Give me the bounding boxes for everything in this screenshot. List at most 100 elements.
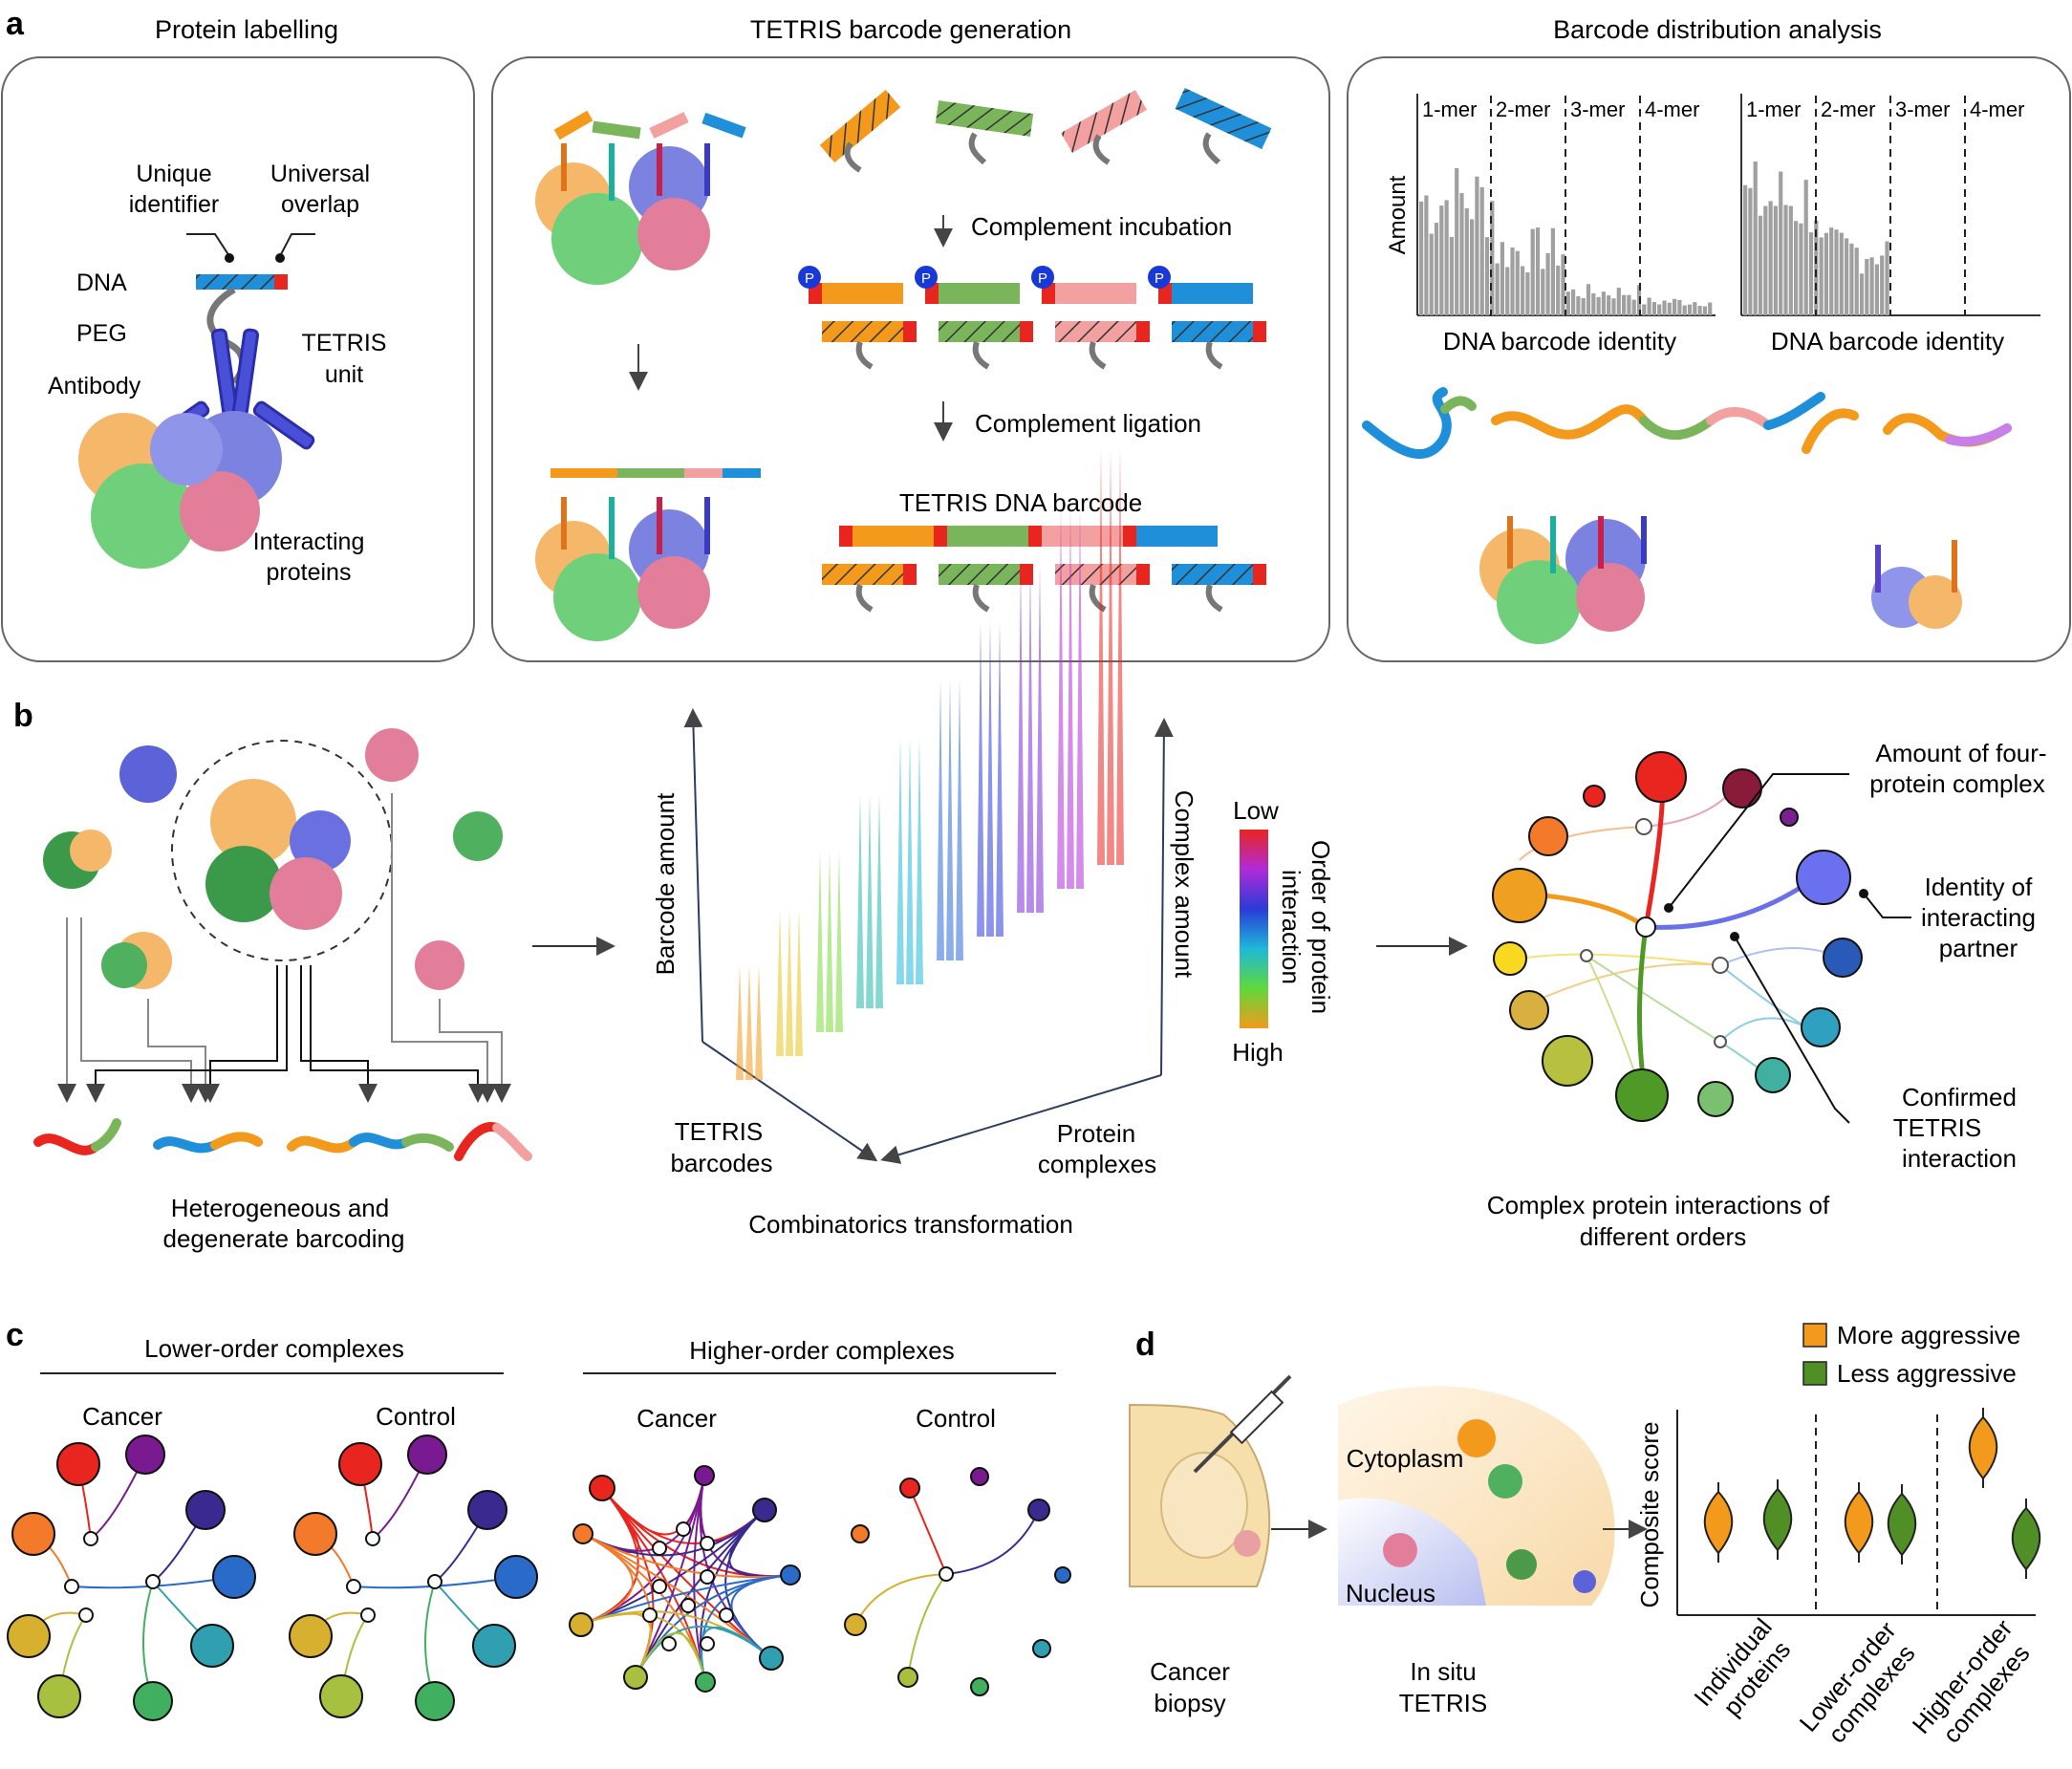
distribution-slice (986, 621, 994, 937)
distribution-slice (816, 851, 824, 1032)
histogram-bar (1611, 298, 1616, 315)
histogram-bar (1808, 232, 1814, 315)
network-node (752, 1498, 777, 1522)
distribution-slice (1057, 507, 1065, 889)
histogram-bar (1880, 255, 1885, 315)
histogram-bar (1799, 223, 1803, 315)
histogram-bar (1510, 247, 1515, 315)
label-cancer-higher: Cancer (637, 1404, 717, 1433)
distribution-ribbons (1362, 387, 2012, 460)
label-confirmed-tetris: TETRIS (1893, 1113, 1981, 1142)
distribution-slice (1036, 564, 1044, 913)
network-node (970, 1467, 989, 1486)
label-confirmed: Confirmed (1902, 1083, 2017, 1111)
histogram-bar (1748, 187, 1753, 315)
distribution-slice (1067, 507, 1074, 889)
network-hub (64, 1579, 79, 1594)
network-edge (580, 1574, 791, 1626)
histogram-bar (1439, 205, 1444, 315)
kmer-label: 1-mer (1422, 97, 1477, 121)
network-edge (945, 1509, 1040, 1575)
panel-a-letter: a (6, 6, 25, 42)
network-node (37, 1674, 81, 1718)
label-tetris-barcodes-2: barcodes (671, 1149, 773, 1177)
label-proteins: proteins (267, 559, 352, 586)
network-node (289, 1614, 333, 1658)
violin-shape (1968, 1415, 1998, 1480)
box-distribution-analysis (1347, 56, 2071, 662)
network-node (1027, 1499, 1050, 1521)
histogram-bar (1642, 304, 1647, 315)
title-protein-labelling: Protein labelling (155, 15, 338, 44)
network-node (319, 1674, 363, 1718)
histogram-bar (1849, 243, 1854, 315)
network-edge (582, 1533, 791, 1579)
histogram-bar (1581, 297, 1586, 315)
distribution-slice (795, 908, 803, 1056)
network-node (694, 1465, 715, 1486)
histogram-bar (1591, 292, 1596, 315)
network-edge (907, 1573, 947, 1678)
interaction-network (1492, 751, 1911, 1124)
ylabel-amount: Amount (1385, 175, 1411, 254)
network-node (407, 1435, 447, 1475)
histogram-bar (1550, 227, 1555, 315)
network-hub (360, 1607, 376, 1623)
network-node (589, 1475, 615, 1501)
label-dna: DNA (76, 270, 127, 296)
histogram-bar (1885, 241, 1889, 315)
network-lower-control (289, 1435, 538, 1721)
kmer-label: 2-mer (1821, 97, 1875, 121)
label-unique: Unique (136, 161, 211, 187)
histogram-bar (1449, 236, 1454, 315)
label-in-situ: In situ (1410, 1657, 1476, 1686)
histogram-bar (1788, 205, 1793, 315)
histogram-bar (1803, 180, 1808, 315)
network-node (844, 1613, 867, 1636)
label-higher-order: Higher-order complexes (689, 1336, 954, 1365)
violin-shape (1703, 1490, 1734, 1555)
histogram-bar (1484, 237, 1490, 315)
network-node (7, 1614, 51, 1658)
histogram-bar (1459, 192, 1464, 315)
histogram-bar (1773, 205, 1778, 315)
label-lower-order: Lower-order complexes (144, 1334, 404, 1363)
scale-low: Low (1233, 796, 1279, 825)
box-protein-labelling (1, 56, 475, 662)
histogram-bar (1535, 227, 1541, 315)
histogram-bar (1622, 294, 1627, 315)
histogram-bar (1607, 295, 1611, 315)
histogram-bar (1631, 299, 1636, 315)
combinatorics-plot: Barcode amount Complex amount TETRIS bar… (651, 449, 1198, 1239)
title-distribution-analysis: Barcode distribution analysis (1553, 15, 1882, 44)
distribution-slice (916, 736, 923, 984)
distribution-slice (875, 793, 883, 1008)
network-lower-cancer (7, 1435, 256, 1721)
histogram-bar (1565, 291, 1570, 315)
histogram-bar (1470, 219, 1475, 315)
histogram-bar (1515, 250, 1520, 315)
label-cancer-lower: Cancer (82, 1402, 162, 1431)
label-degenerate: degenerate barcoding (163, 1224, 405, 1253)
histogram-bar (1596, 296, 1601, 315)
label-cancer: Cancer (1150, 1657, 1230, 1686)
histogram-bar (1687, 304, 1693, 315)
distribution-slice (956, 679, 963, 960)
distribution-slice (866, 793, 874, 1008)
label-interacting: Interacting (253, 529, 365, 555)
label-complement-incubation: Complement incubation (971, 212, 1232, 241)
label-cytoplasm: Cytoplasm (1347, 1444, 1464, 1473)
network-hub (652, 1579, 667, 1594)
label-tetris-barcodes: TETRIS (675, 1117, 763, 1146)
distribution-slice (776, 908, 784, 1056)
histogram-bar (1697, 306, 1702, 315)
title-barcode-generation: TETRIS barcode generation (750, 15, 1071, 44)
label-biopsy: biopsy (1154, 1689, 1225, 1717)
histogram-bar (1667, 302, 1672, 315)
network-higher-control (844, 1467, 1071, 1696)
label-overlap: overlap (281, 191, 359, 218)
network-hub (939, 1566, 954, 1582)
label-tetris-dna-barcode: TETRIS DNA barcode (899, 488, 1142, 517)
scale-bar (1240, 830, 1268, 1028)
biopsy-illustration: Cancer biopsy (1129, 1374, 1292, 1717)
